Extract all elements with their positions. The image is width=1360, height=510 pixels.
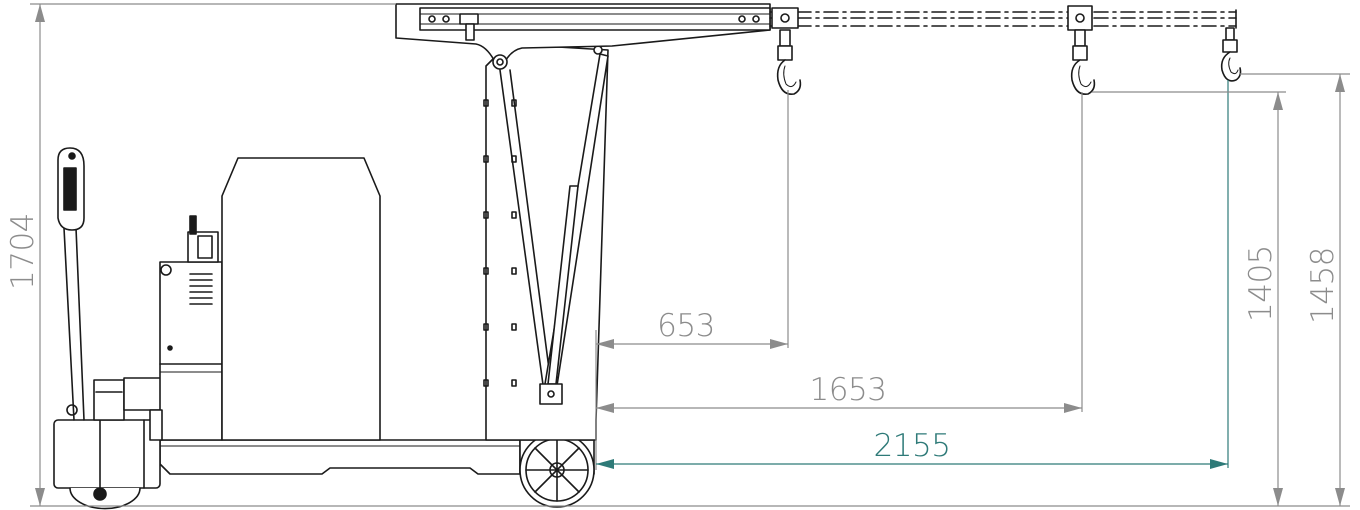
rear-drive-unit (53, 377, 165, 510)
hook-height-1458-label: 1458 (1305, 247, 1341, 324)
hook-653 (771, 7, 802, 96)
dimension-hook-height-1405: 1405 (1092, 91, 1286, 506)
reach-653-label: 653 (657, 308, 715, 344)
overall-height-label: 1704 (5, 213, 41, 290)
reach-2155-label: 2155 (874, 428, 951, 464)
dimension-overall-height: 1704 (5, 3, 396, 506)
control-box (149, 215, 223, 441)
front-wheel (519, 432, 595, 508)
hydraulic-cylinder (539, 45, 609, 405)
dimension-hook-height-1458: 1458 (1240, 73, 1350, 506)
dimension-reach-2155: 2155 (596, 80, 1229, 469)
reach-1653-label: 1653 (810, 372, 887, 408)
dimension-annotations: 1704 653 1653 2155 (5, 3, 1350, 507)
mobile-crane (53, 3, 1242, 510)
hook-height-1405-label: 1405 (1243, 245, 1279, 322)
hook-2155 (1220, 27, 1242, 82)
dimension-reach-1653: 1653 (596, 92, 1083, 413)
steering-tiller (57, 147, 85, 421)
counterweight (221, 157, 381, 441)
dimension-reach-653: 653 (596, 90, 789, 349)
hook-1653 (1067, 5, 1096, 96)
